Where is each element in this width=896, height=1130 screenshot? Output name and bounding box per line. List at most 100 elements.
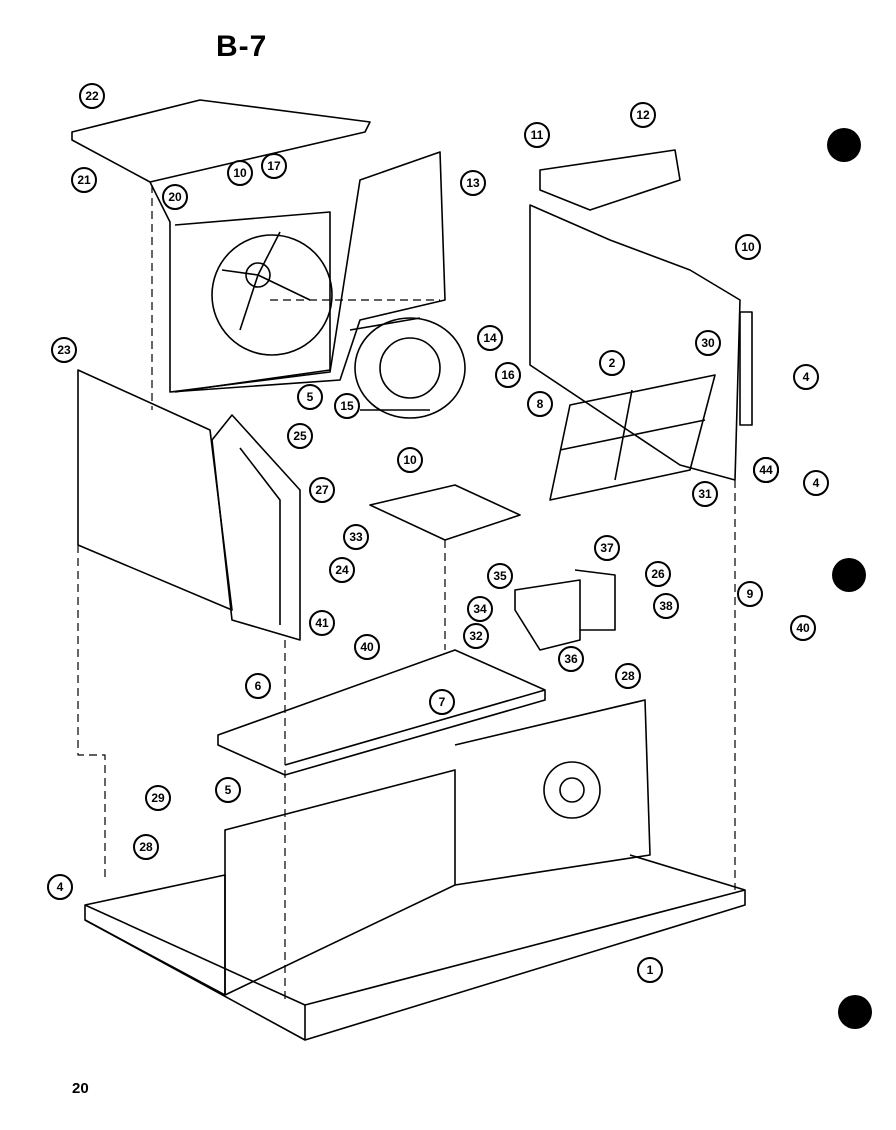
- callout-22: 22: [79, 83, 105, 109]
- callout-circle: [803, 470, 829, 496]
- callout-circle: [735, 234, 761, 260]
- callout-9: 9: [737, 581, 763, 607]
- callout-label: 14: [483, 331, 497, 345]
- callout-15: 15: [334, 393, 360, 419]
- callout-circle: [487, 563, 513, 589]
- binder-hole-bottom: [838, 995, 872, 1029]
- callout-circle: [51, 337, 77, 363]
- callout-circle: [615, 663, 641, 689]
- callout-34: 34: [467, 596, 493, 622]
- callout-label: 29: [151, 791, 165, 805]
- bulkhead: [211, 414, 301, 641]
- callout-circle: [524, 122, 550, 148]
- callout-label: 10: [741, 240, 755, 254]
- callout-37: 37: [594, 535, 620, 561]
- callout-label: 23: [57, 343, 71, 357]
- air-filter: [549, 374, 716, 501]
- callout-23: 23: [51, 337, 77, 363]
- callout-10: 10: [227, 160, 253, 186]
- callout-21: 21: [71, 167, 97, 193]
- callout-circle: [477, 325, 503, 351]
- callout-label: 2: [609, 356, 616, 370]
- callout-circle: [637, 957, 663, 983]
- callout-label: 34: [473, 602, 487, 616]
- callout-1: 1: [637, 957, 663, 983]
- callout-label: 32: [469, 629, 483, 643]
- callout-5: 5: [297, 384, 323, 410]
- callout-circle: [495, 362, 521, 388]
- callout-circle: [599, 350, 625, 376]
- callout-circle: [354, 634, 380, 660]
- callout-circle: [309, 477, 335, 503]
- callout-circle: [215, 777, 241, 803]
- callout-circle: [645, 561, 671, 587]
- callout-circle: [753, 457, 779, 483]
- callout-label: 17: [267, 159, 281, 173]
- callout-circle: [245, 673, 271, 699]
- fan-wheel: [211, 234, 333, 356]
- callout-label: 41: [315, 616, 329, 630]
- callout-circle: [467, 596, 493, 622]
- callout-label: 13: [466, 176, 480, 190]
- callout-4: 4: [47, 874, 73, 900]
- callout-25: 25: [287, 423, 313, 449]
- callout-circle: [737, 581, 763, 607]
- callout-circle: [287, 423, 313, 449]
- callout-label: 15: [340, 399, 354, 413]
- callout-label: 31: [698, 487, 712, 501]
- callout-label: 26: [651, 567, 665, 581]
- callout-33: 33: [343, 524, 369, 550]
- callout-label: 6: [255, 679, 262, 693]
- callout-label: 22: [85, 89, 99, 103]
- callout-label: 37: [600, 541, 614, 555]
- callout-4: 4: [803, 470, 829, 496]
- callout-17: 17: [261, 153, 287, 179]
- callout-2: 2: [599, 350, 625, 376]
- callout-26: 26: [645, 561, 671, 587]
- callout-label: 21: [77, 173, 91, 187]
- page-number: 20: [72, 1080, 89, 1097]
- callout-35: 35: [487, 563, 513, 589]
- callout-16: 16: [495, 362, 521, 388]
- callout-label: 10: [233, 166, 247, 180]
- callout-circle: [162, 184, 188, 210]
- callout-circle: [261, 153, 287, 179]
- top-panel: [539, 149, 681, 211]
- callout-circle: [71, 167, 97, 193]
- callout-10: 10: [397, 447, 423, 473]
- callout-label: 9: [747, 587, 754, 601]
- base-chassis: [84, 874, 226, 996]
- callout-circle: [527, 391, 553, 417]
- top-cover: [71, 99, 371, 183]
- callout-label: 11: [531, 128, 544, 142]
- callout-label: 38: [659, 599, 673, 613]
- callout-circle: [793, 364, 819, 390]
- drain-pan: [217, 649, 546, 776]
- callout-circle: [429, 689, 455, 715]
- callout-label: 20: [168, 190, 182, 204]
- right-side-panel: [529, 204, 741, 481]
- callout-24: 24: [329, 557, 355, 583]
- callout-40: 40: [354, 634, 380, 660]
- callout-circle: [329, 557, 355, 583]
- callout-13: 13: [460, 170, 486, 196]
- callout-label: 36: [564, 652, 578, 666]
- callout-label: 4: [803, 370, 810, 384]
- callout-29: 29: [145, 785, 171, 811]
- partition-wall: [224, 769, 456, 996]
- callout-10: 10: [735, 234, 761, 260]
- callout-circle: [133, 834, 159, 860]
- callout-32: 32: [463, 623, 489, 649]
- callout-circle: [47, 874, 73, 900]
- callout-label: 4: [813, 476, 820, 490]
- binder-hole-middle: [832, 558, 866, 592]
- callout-label: 8: [537, 397, 544, 411]
- callout-label: 25: [293, 429, 307, 443]
- callout-circle: [145, 785, 171, 811]
- callout-4: 4: [793, 364, 819, 390]
- callout-circle: [309, 610, 335, 636]
- callout-label: 40: [360, 640, 374, 654]
- callout-31: 31: [692, 481, 718, 507]
- callout-40: 40: [790, 615, 816, 641]
- callout-8: 8: [527, 391, 553, 417]
